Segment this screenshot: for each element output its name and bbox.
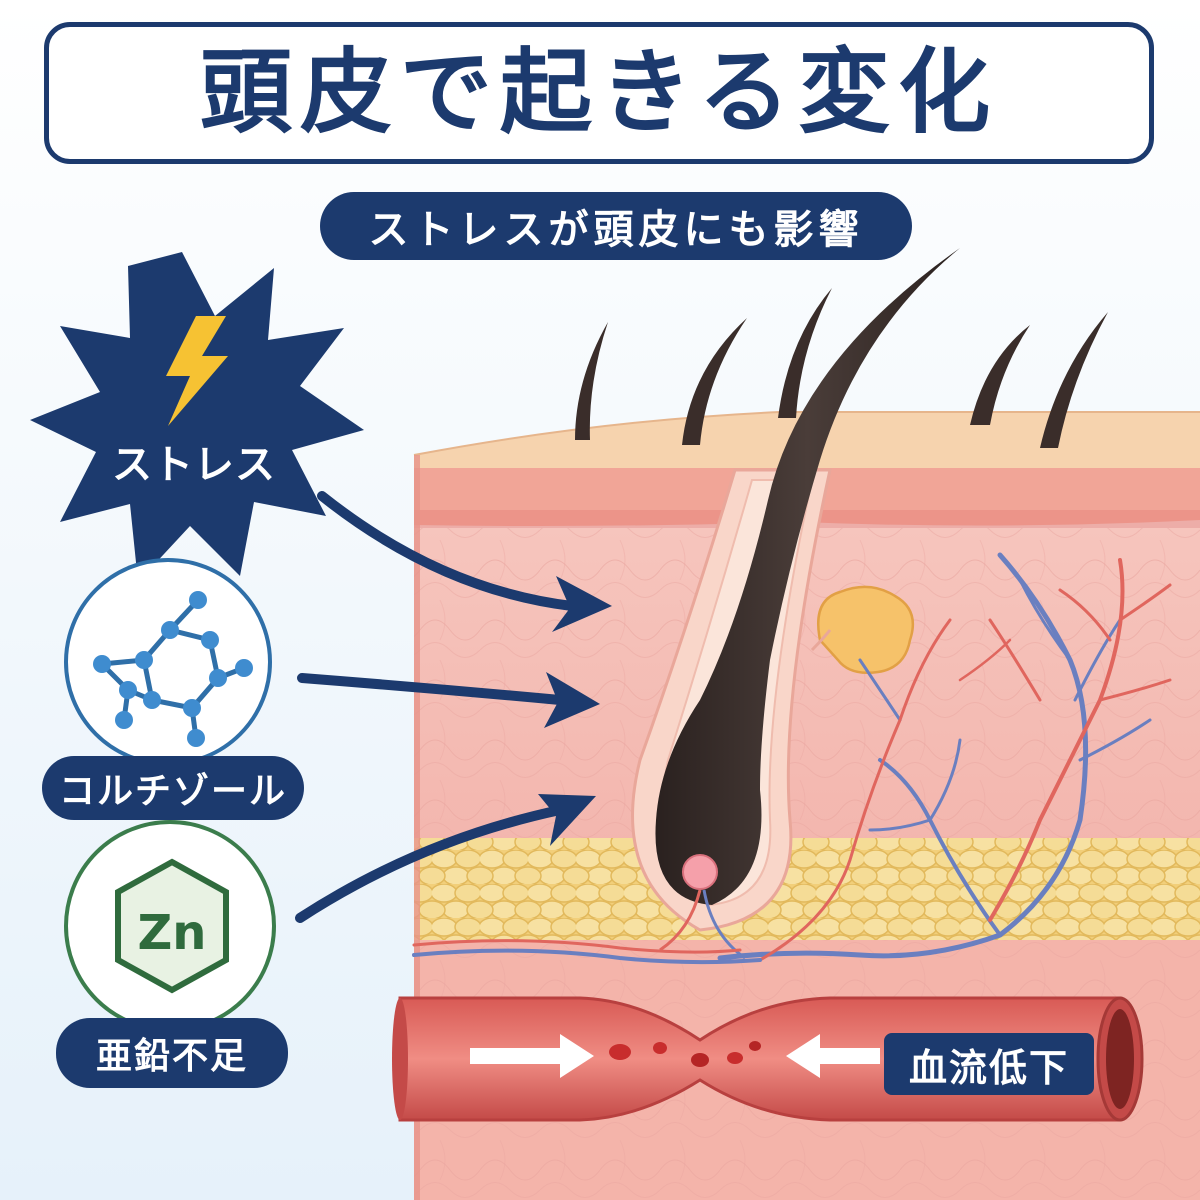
stress-label: ストレス xyxy=(112,442,276,488)
zinc-hexagon-icon xyxy=(115,858,229,994)
main-hair xyxy=(655,248,960,960)
blood-flow-label: 血流低下 xyxy=(908,1045,1069,1090)
subtitle-pill: ストレスが頭皮にも影響 xyxy=(320,192,912,260)
arrow-icon xyxy=(538,794,596,846)
arrow-heads xyxy=(538,576,612,846)
zinc-label: 亜鉛不足 xyxy=(95,1036,248,1077)
page-title: 頭皮で起きる変化 xyxy=(199,39,999,146)
zinc-pill: 亜鉛不足 xyxy=(56,1018,288,1088)
cortisol-label: コルチゾール xyxy=(58,771,287,812)
arrow-stress xyxy=(317,491,577,611)
arrow-icon xyxy=(552,576,612,632)
arrow-icon xyxy=(470,1034,594,1078)
title-box: 頭皮で起きる変化 xyxy=(44,22,1154,164)
factor-arrows xyxy=(295,491,577,923)
lightning-icon xyxy=(166,316,228,426)
arrow-icon xyxy=(786,1034,880,1078)
arrow-cortisol xyxy=(297,673,565,705)
blood-flow-badge: 血流低下 xyxy=(884,1033,1094,1095)
stress-burst xyxy=(30,252,364,582)
subtitle: ストレスが頭皮にも影響 xyxy=(368,207,864,253)
small-hairs xyxy=(575,288,1108,448)
arrow-zinc xyxy=(295,805,565,923)
cortisol-pill: コルチゾール xyxy=(42,756,304,820)
cortisol-icon xyxy=(64,558,272,766)
zinc-symbol: Zn xyxy=(137,905,207,961)
capillary-network xyxy=(412,552,1172,965)
arrow-icon xyxy=(544,672,600,728)
